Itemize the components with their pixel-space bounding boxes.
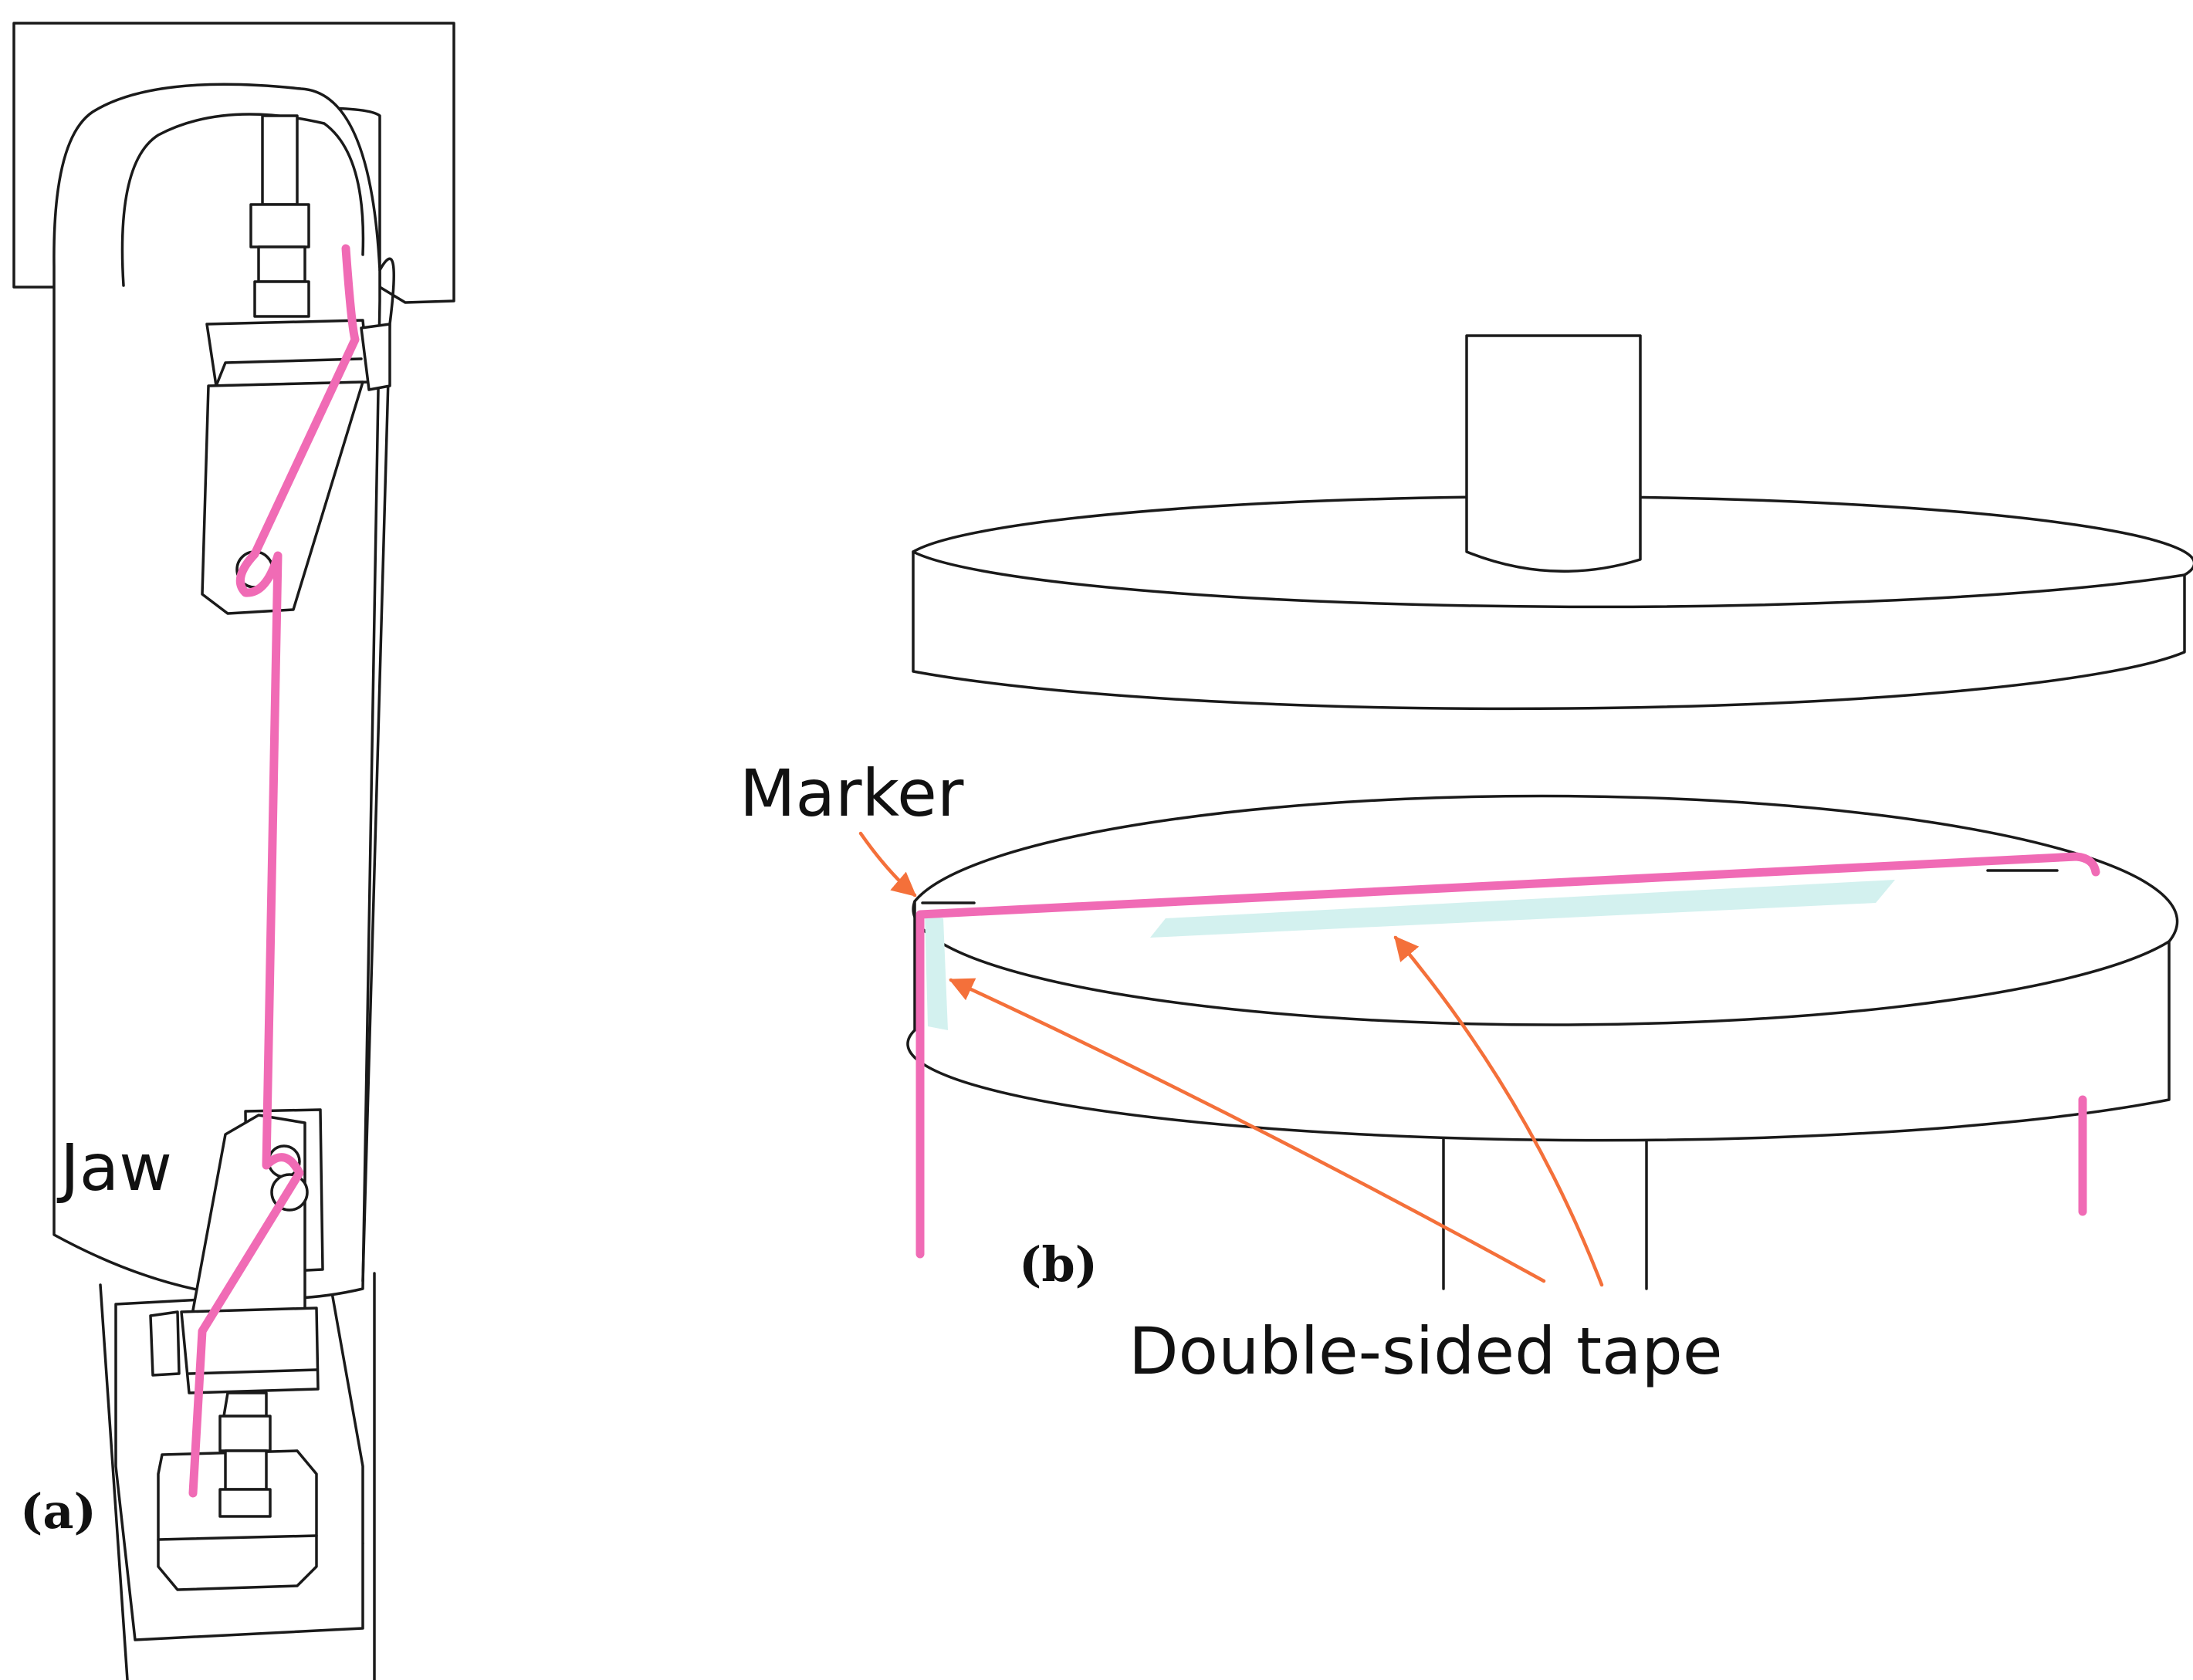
label-jaw: Jaw	[56, 1130, 172, 1205]
upper-rod	[261, 114, 299, 206]
upper-shaft	[1465, 334, 1642, 573]
label-panel-a: (a)	[20, 1483, 96, 1540]
fiber-panel-b	[915, 852, 2100, 1259]
tape-side-edge	[925, 914, 948, 1030]
foot-plate	[157, 1449, 318, 1591]
lower-rod	[222, 1391, 268, 1418]
fiber-panel-a	[188, 244, 360, 1498]
main-body	[52, 83, 381, 1300]
lower-plate	[906, 794, 2179, 1142]
tape-top-surface	[1150, 880, 1895, 938]
label-panel-b: (b)	[1019, 1236, 1098, 1293]
arrow-marker	[858, 831, 917, 897]
upper-plate	[912, 495, 2193, 711]
label-marker: Marker	[739, 755, 964, 831]
upper-nut	[249, 203, 310, 248]
arrow-tape-side	[949, 978, 1546, 1283]
label-double-sided-tape: Double-sided tape	[1129, 1313, 1723, 1389]
panel-a-apparatus	[12, 22, 455, 1680]
arrow-tape-top	[1393, 935, 1604, 1287]
lower-shaft	[1442, 1133, 1648, 1290]
panel-b-apparatus	[906, 334, 2193, 1290]
